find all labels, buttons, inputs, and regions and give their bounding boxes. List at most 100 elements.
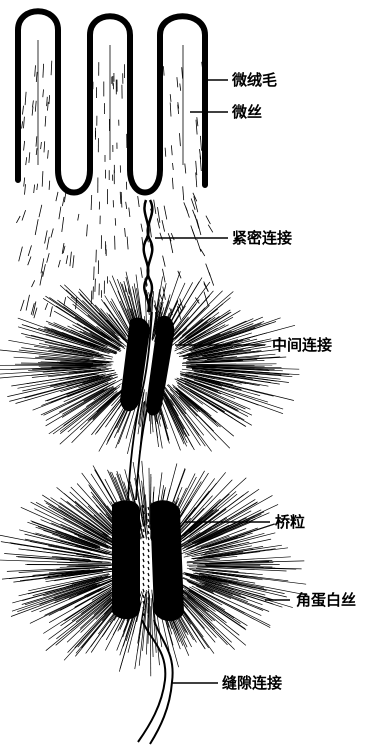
fiber-stroke [25, 92, 26, 105]
fiber-stroke [179, 396, 230, 448]
fiber-stroke [160, 233, 163, 240]
fiber-stroke [59, 207, 61, 220]
fiber-stroke [190, 364, 276, 365]
fiber-stroke [26, 295, 29, 311]
fiber-stroke [62, 217, 64, 232]
fiber-stroke [35, 101, 36, 112]
fiber-stroke [182, 67, 183, 78]
fiber-stroke [148, 519, 149, 522]
fiber-stroke [148, 579, 149, 582]
fiber-stroke [148, 555, 149, 558]
fiber-stroke [184, 202, 188, 211]
fiber-stroke [45, 116, 46, 127]
fiber-stroke [56, 192, 58, 201]
fiber-stroke [170, 94, 171, 102]
fiber-stroke [187, 596, 246, 645]
fiber-stroke [43, 89, 44, 97]
fiber-stroke [129, 208, 130, 217]
fiber-stroke [162, 220, 165, 232]
label-gap-junction: 缝隙连接 [222, 674, 282, 692]
fiber-stroke [163, 66, 164, 75]
fiber-stroke [32, 107, 33, 116]
fiber-stroke [51, 61, 52, 75]
fiber-stroke [45, 230, 48, 243]
fiber-stroke [64, 297, 66, 305]
label-tight-junction: 紧密连接 [232, 229, 292, 247]
fiber-stroke [141, 267, 143, 277]
fiber-stroke [183, 186, 184, 200]
fiber-stroke [143, 559, 144, 562]
fiber-stroke [148, 531, 149, 534]
fiber-stroke [91, 195, 92, 210]
fiber-stroke [95, 279, 96, 292]
fiber-stroke [126, 202, 127, 209]
fiber-stroke [28, 245, 31, 256]
fiber-stroke [197, 239, 201, 251]
fiber-stroke [24, 178, 25, 187]
fiber-stroke [148, 585, 149, 588]
label-intermediate-junction: 中间连接 [272, 336, 332, 354]
fiber-stroke [47, 97, 48, 106]
fiber-stroke [35, 219, 38, 235]
fiber-stroke [51, 229, 53, 238]
fiber-stroke [36, 136, 37, 146]
fiber-stroke [200, 136, 201, 151]
fiber-stroke [148, 567, 149, 570]
tight-junction-strand [144, 200, 149, 312]
fiber-stroke [143, 529, 144, 532]
fiber-stroke [180, 133, 181, 146]
fiber-stroke [163, 256, 166, 267]
fiber-stroke [138, 196, 140, 207]
fiber-stroke [62, 197, 64, 206]
fiber-stroke [24, 141, 25, 151]
fiber-stroke [70, 252, 72, 267]
fiber-stroke [143, 595, 144, 598]
fiber-stroke [143, 547, 144, 550]
fiber-stroke [171, 145, 172, 155]
fiber-stroke [49, 181, 50, 190]
microvilli-outline [18, 11, 205, 192]
fiber-stroke [177, 77, 178, 87]
fiber-stroke [43, 64, 44, 78]
fiber-stroke [87, 225, 88, 237]
fiber-stroke [148, 573, 149, 576]
fiber-stroke [150, 606, 151, 676]
fiber-stroke [164, 206, 167, 220]
fiber-stroke [148, 543, 149, 546]
fiber-stroke [149, 468, 150, 529]
fiber-stroke [26, 157, 27, 165]
fiber-stroke [143, 589, 144, 592]
fiber-stroke [66, 255, 68, 264]
fiber-stroke [41, 142, 42, 149]
fiber-stroke [143, 553, 144, 556]
fiber-stroke [36, 148, 37, 155]
fiber-stroke [21, 300, 25, 311]
fiber-stroke [43, 264, 46, 277]
fiber-stroke [7, 376, 99, 397]
fiber-stroke [208, 225, 213, 233]
fiber-stroke [25, 184, 26, 195]
fiber-stroke [171, 233, 174, 240]
fiber-stroke [40, 271, 43, 285]
fiber-stroke [148, 537, 149, 540]
label-keratin-filament: 角蛋白丝 [296, 591, 356, 609]
fiber-stroke [42, 171, 43, 187]
fiber-stroke [196, 120, 197, 135]
fiber-stroke [127, 237, 128, 250]
fiber-stroke [44, 141, 45, 152]
fiber-stroke [143, 613, 144, 616]
fiber-stroke [125, 228, 126, 237]
fiber-stroke [41, 258, 44, 273]
fiber-stroke [32, 280, 35, 287]
fiber-stroke [23, 106, 24, 115]
fiber-stroke [201, 249, 205, 256]
fiber-stroke [45, 303, 48, 310]
fiber-stroke [58, 260, 60, 267]
fiber-stroke [35, 65, 36, 76]
fiber-stroke [163, 269, 166, 283]
fiber-stroke [93, 287, 94, 300]
fiber-stroke [148, 507, 149, 510]
fiber-stroke [185, 164, 186, 174]
fiber-stroke [36, 72, 37, 82]
